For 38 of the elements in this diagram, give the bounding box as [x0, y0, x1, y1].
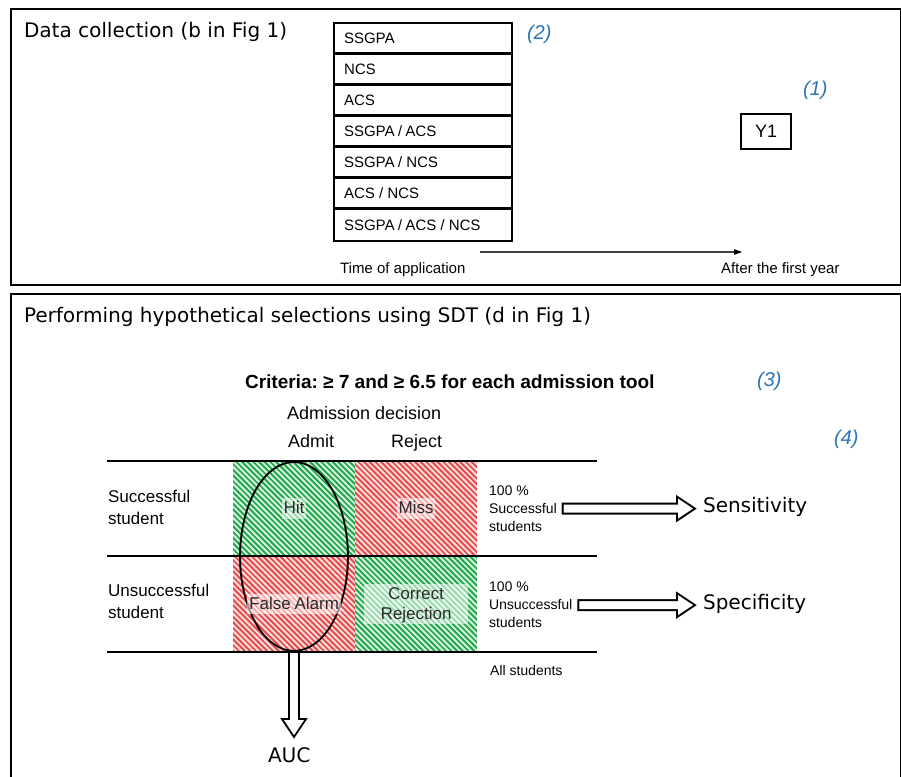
measure-text: Specificity [703, 590, 823, 618]
column-heading: Admission decision [287, 403, 442, 424]
block-arrow [280, 651, 308, 739]
callout-number: (3) [757, 369, 782, 392]
section-panel [10, 293, 901, 777]
admission-tool-box: SSGPA / ACS [333, 115, 513, 147]
callout-number: (1) [803, 78, 828, 101]
matrix-cell: False Alarm [233, 556, 355, 652]
callout-number: (4) [834, 427, 858, 450]
panel-heading: Data collection (b in Fig 1) [24, 18, 288, 42]
column-heading: Admit [288, 431, 334, 452]
axis-label: After the first year [721, 260, 840, 277]
admission-tool-box: SSGPA [333, 22, 513, 54]
admission-tool-box: SSGPA / NCS [333, 146, 513, 178]
axis-label: Time of application [340, 260, 466, 277]
row-label: Successful student [108, 486, 192, 530]
admission-tool-box: NCS [333, 53, 513, 85]
note-text: All students [490, 662, 562, 678]
criteria-text: Criteria: ≥ 7 and ≥ 6.5 for each admission tool [245, 372, 654, 394]
matrix-cell: Miss [355, 461, 477, 556]
callout-number: (2) [527, 22, 552, 45]
admission-tool-box: SSGPA / ACS / NCS [333, 208, 513, 242]
outcome-text: 100 % Successful students [489, 481, 579, 541]
measure-text: AUC [268, 743, 328, 771]
matrix-cell: Correct Rejection [355, 556, 477, 652]
panel-heading: Performing hypothetical selections using SDT (d in Fig 1) [24, 303, 591, 327]
block-arrow [577, 591, 697, 619]
measure-text: Sensitivity [703, 493, 823, 521]
admission-tool-box: ACS / NCS [333, 177, 513, 209]
row-label: Unsuccessful student [108, 580, 210, 624]
ellipse-outline [238, 461, 350, 652]
block-arrow [562, 494, 697, 522]
matrix-cell: Hit [233, 461, 355, 556]
year-box: Y1 [740, 113, 792, 150]
admission-tool-box: ACS [333, 84, 513, 116]
section-panel [10, 8, 901, 286]
column-heading: Reject [391, 431, 442, 452]
outcome-text: 100 % Unsuccessful students [489, 577, 587, 637]
